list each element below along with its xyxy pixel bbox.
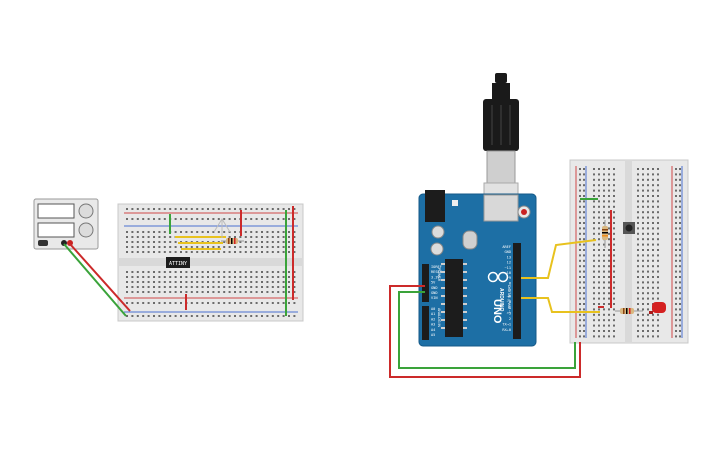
arduino-brand-text: ARDUINO [498, 288, 504, 311]
pin-label: RESET [431, 270, 443, 274]
pin-label: 4 [509, 306, 511, 310]
left-breadboard-holes[interactable] [126, 208, 296, 317]
pin-label: TX→1 [502, 323, 511, 327]
arduino-logo [487, 271, 509, 283]
pin-label: 12 [507, 261, 511, 265]
right-resistor-top[interactable] [602, 220, 608, 248]
pin-label: AREF [502, 245, 511, 249]
arduino-pin-labels: IOREFRESET3.3V5VGNDGNDVINA0A1A2A3A4A5ARE… [431, 245, 511, 337]
pin-label: GND [431, 291, 438, 295]
pin-label: GND [505, 250, 512, 254]
pin-label: A1 [431, 312, 435, 316]
atmega-chip [445, 259, 463, 337]
pin-label: IOREF [431, 265, 442, 269]
pin-label: ~10 [505, 271, 512, 275]
pin-label: 8 [509, 281, 511, 285]
yellow-jumper-wires[interactable] [175, 236, 226, 250]
pin-label: 13 [507, 255, 511, 259]
arduino-uno-board[interactable]: ARDUINO UNO POWER ANALOG IN DIGITAL (PWM… [418, 190, 537, 347]
left-resistor[interactable] [221, 238, 244, 244]
power-supply-voltage-display [37, 203, 75, 219]
pin-label: 3.3V [431, 275, 440, 279]
pin-label: RX←0 [502, 328, 511, 332]
analog-header-label: ANALOG IN [437, 308, 441, 328]
left-breadboard[interactable] [117, 203, 304, 322]
left-leds-ghost [213, 218, 231, 238]
pin-label: A5 [431, 333, 435, 337]
left-wires[interactable] [63, 206, 294, 317]
pin-label: A4 [431, 328, 435, 332]
pin-label: A3 [431, 323, 435, 327]
pin-label: ~9 [507, 276, 511, 280]
analog-header[interactable] [422, 306, 429, 340]
dc-jack [425, 190, 445, 222]
attiny-chip[interactable]: ATTINY [166, 257, 190, 268]
pin-label: ~6 [507, 295, 511, 299]
right-breadboard[interactable] [569, 159, 689, 344]
power-header-label: POWER [437, 268, 441, 282]
power-header[interactable] [422, 264, 429, 302]
power-supply-current-display [37, 222, 75, 238]
power-supply-current-knob[interactable] [78, 222, 94, 238]
pin-label: A2 [431, 317, 435, 321]
right-breadboard-holes[interactable] [579, 168, 681, 338]
pin-label: VIN [431, 296, 438, 300]
digital-header[interactable] [513, 243, 521, 339]
pin-label: GND [431, 286, 438, 290]
pin-label: 2 [509, 317, 511, 321]
power-supply-switch[interactable] [38, 240, 48, 246]
red-led[interactable] [649, 302, 666, 314]
pin-label: 5V [431, 281, 436, 285]
pin-label: A0 [431, 307, 435, 311]
power-supply-voltage-knob[interactable] [78, 203, 94, 219]
capacitor-2 [430, 242, 444, 256]
capacitor-1 [431, 225, 445, 239]
right-wires[interactable] [389, 198, 612, 378]
pin-label: ~11 [505, 266, 512, 270]
digital-header-label: DIGITAL (PWM ~) [507, 285, 511, 313]
usb-port [483, 194, 519, 222]
pin-label: ~5 [507, 300, 511, 304]
right-resistor-bottom[interactable] [615, 308, 643, 314]
pushbutton[interactable] [623, 222, 635, 234]
pin-label: 7 [509, 289, 511, 293]
crystal [462, 230, 478, 250]
arduino-model-text: UNO [491, 299, 503, 324]
attiny-chip-label: ATTINY [169, 261, 187, 267]
power-supply[interactable] [33, 198, 99, 250]
pin-label: ~3 [507, 311, 511, 315]
